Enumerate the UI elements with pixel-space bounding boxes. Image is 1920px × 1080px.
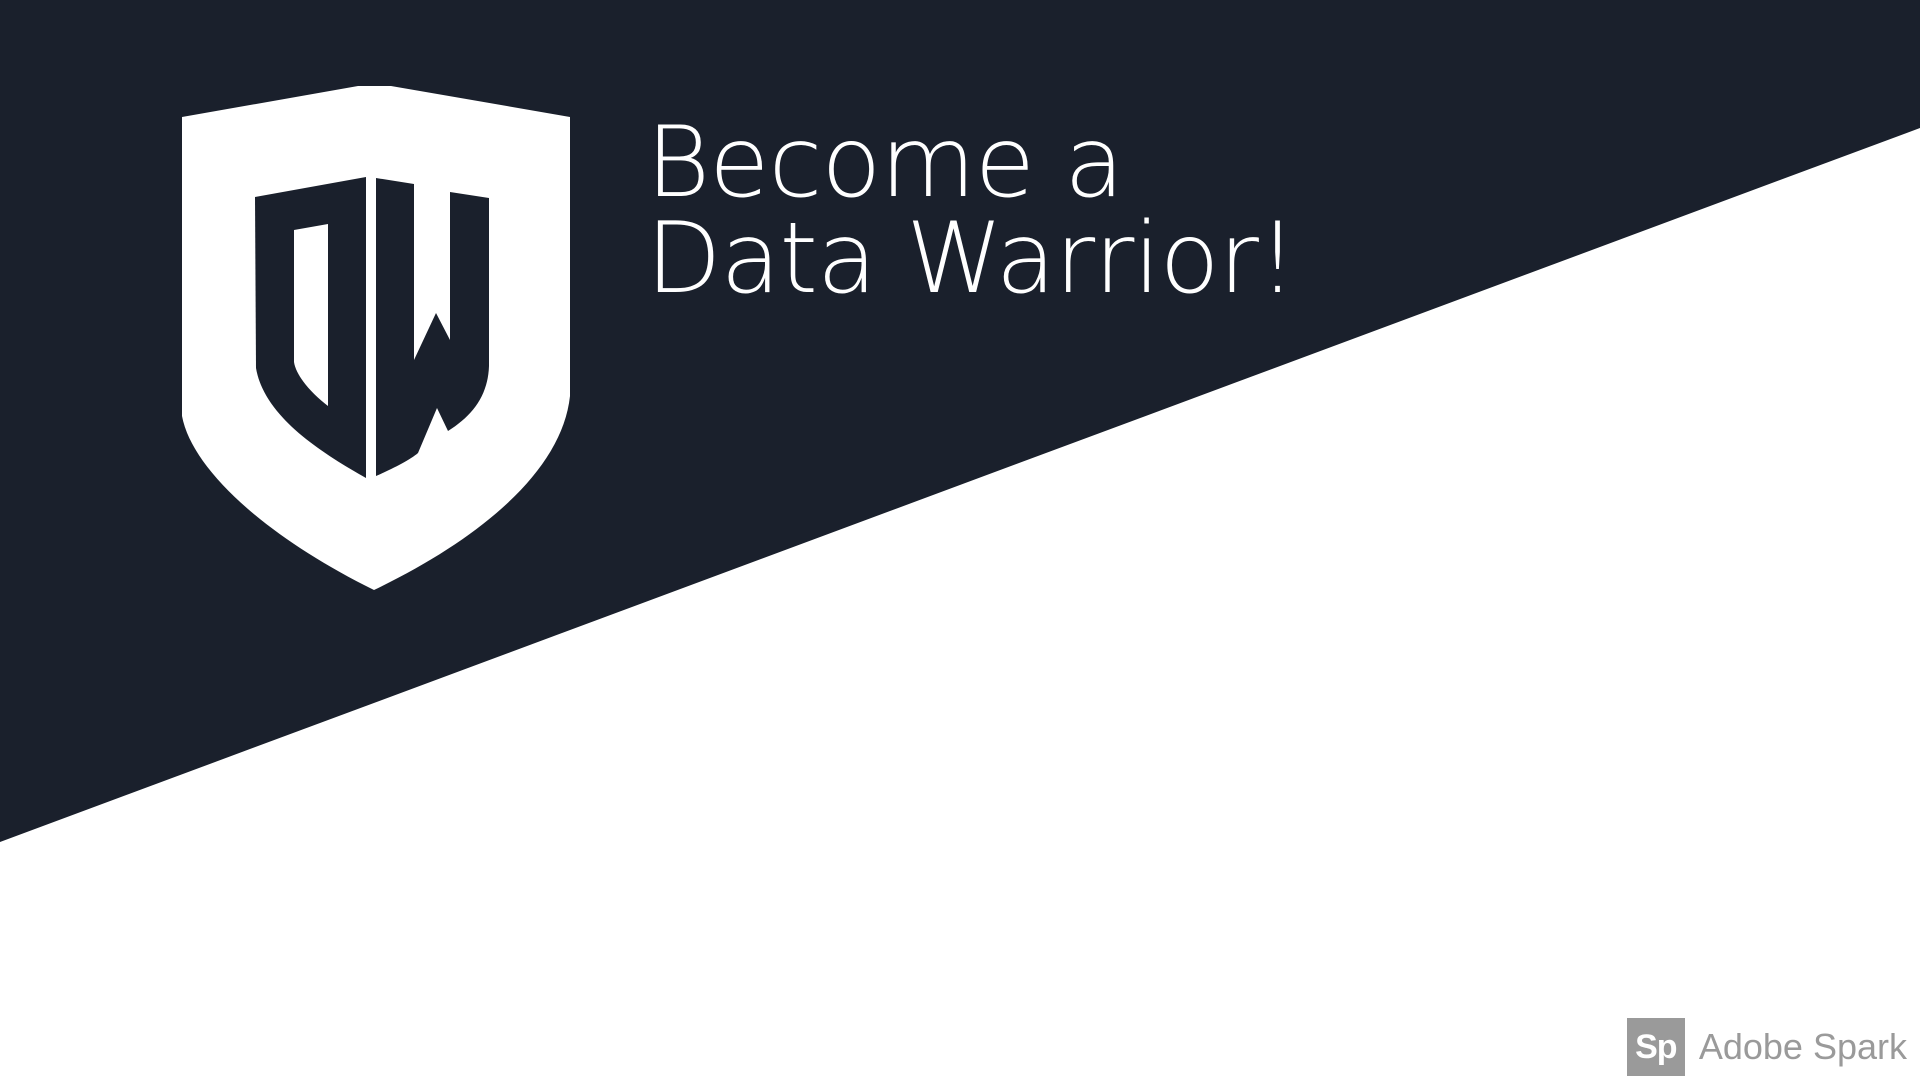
headline-line-1: Become a	[646, 115, 1296, 211]
data-warrior-shield-logo	[180, 85, 572, 595]
adobe-spark-badge-icon: Sp	[1627, 1018, 1685, 1076]
adobe-spark-watermark: Sp Adobe Spark	[1627, 1018, 1907, 1076]
headline-line-2: Data Warrior!	[646, 211, 1296, 307]
adobe-spark-brand-text: Adobe Spark	[1699, 1026, 1907, 1068]
slide-headline: Become a Data Warrior!	[646, 115, 1296, 307]
